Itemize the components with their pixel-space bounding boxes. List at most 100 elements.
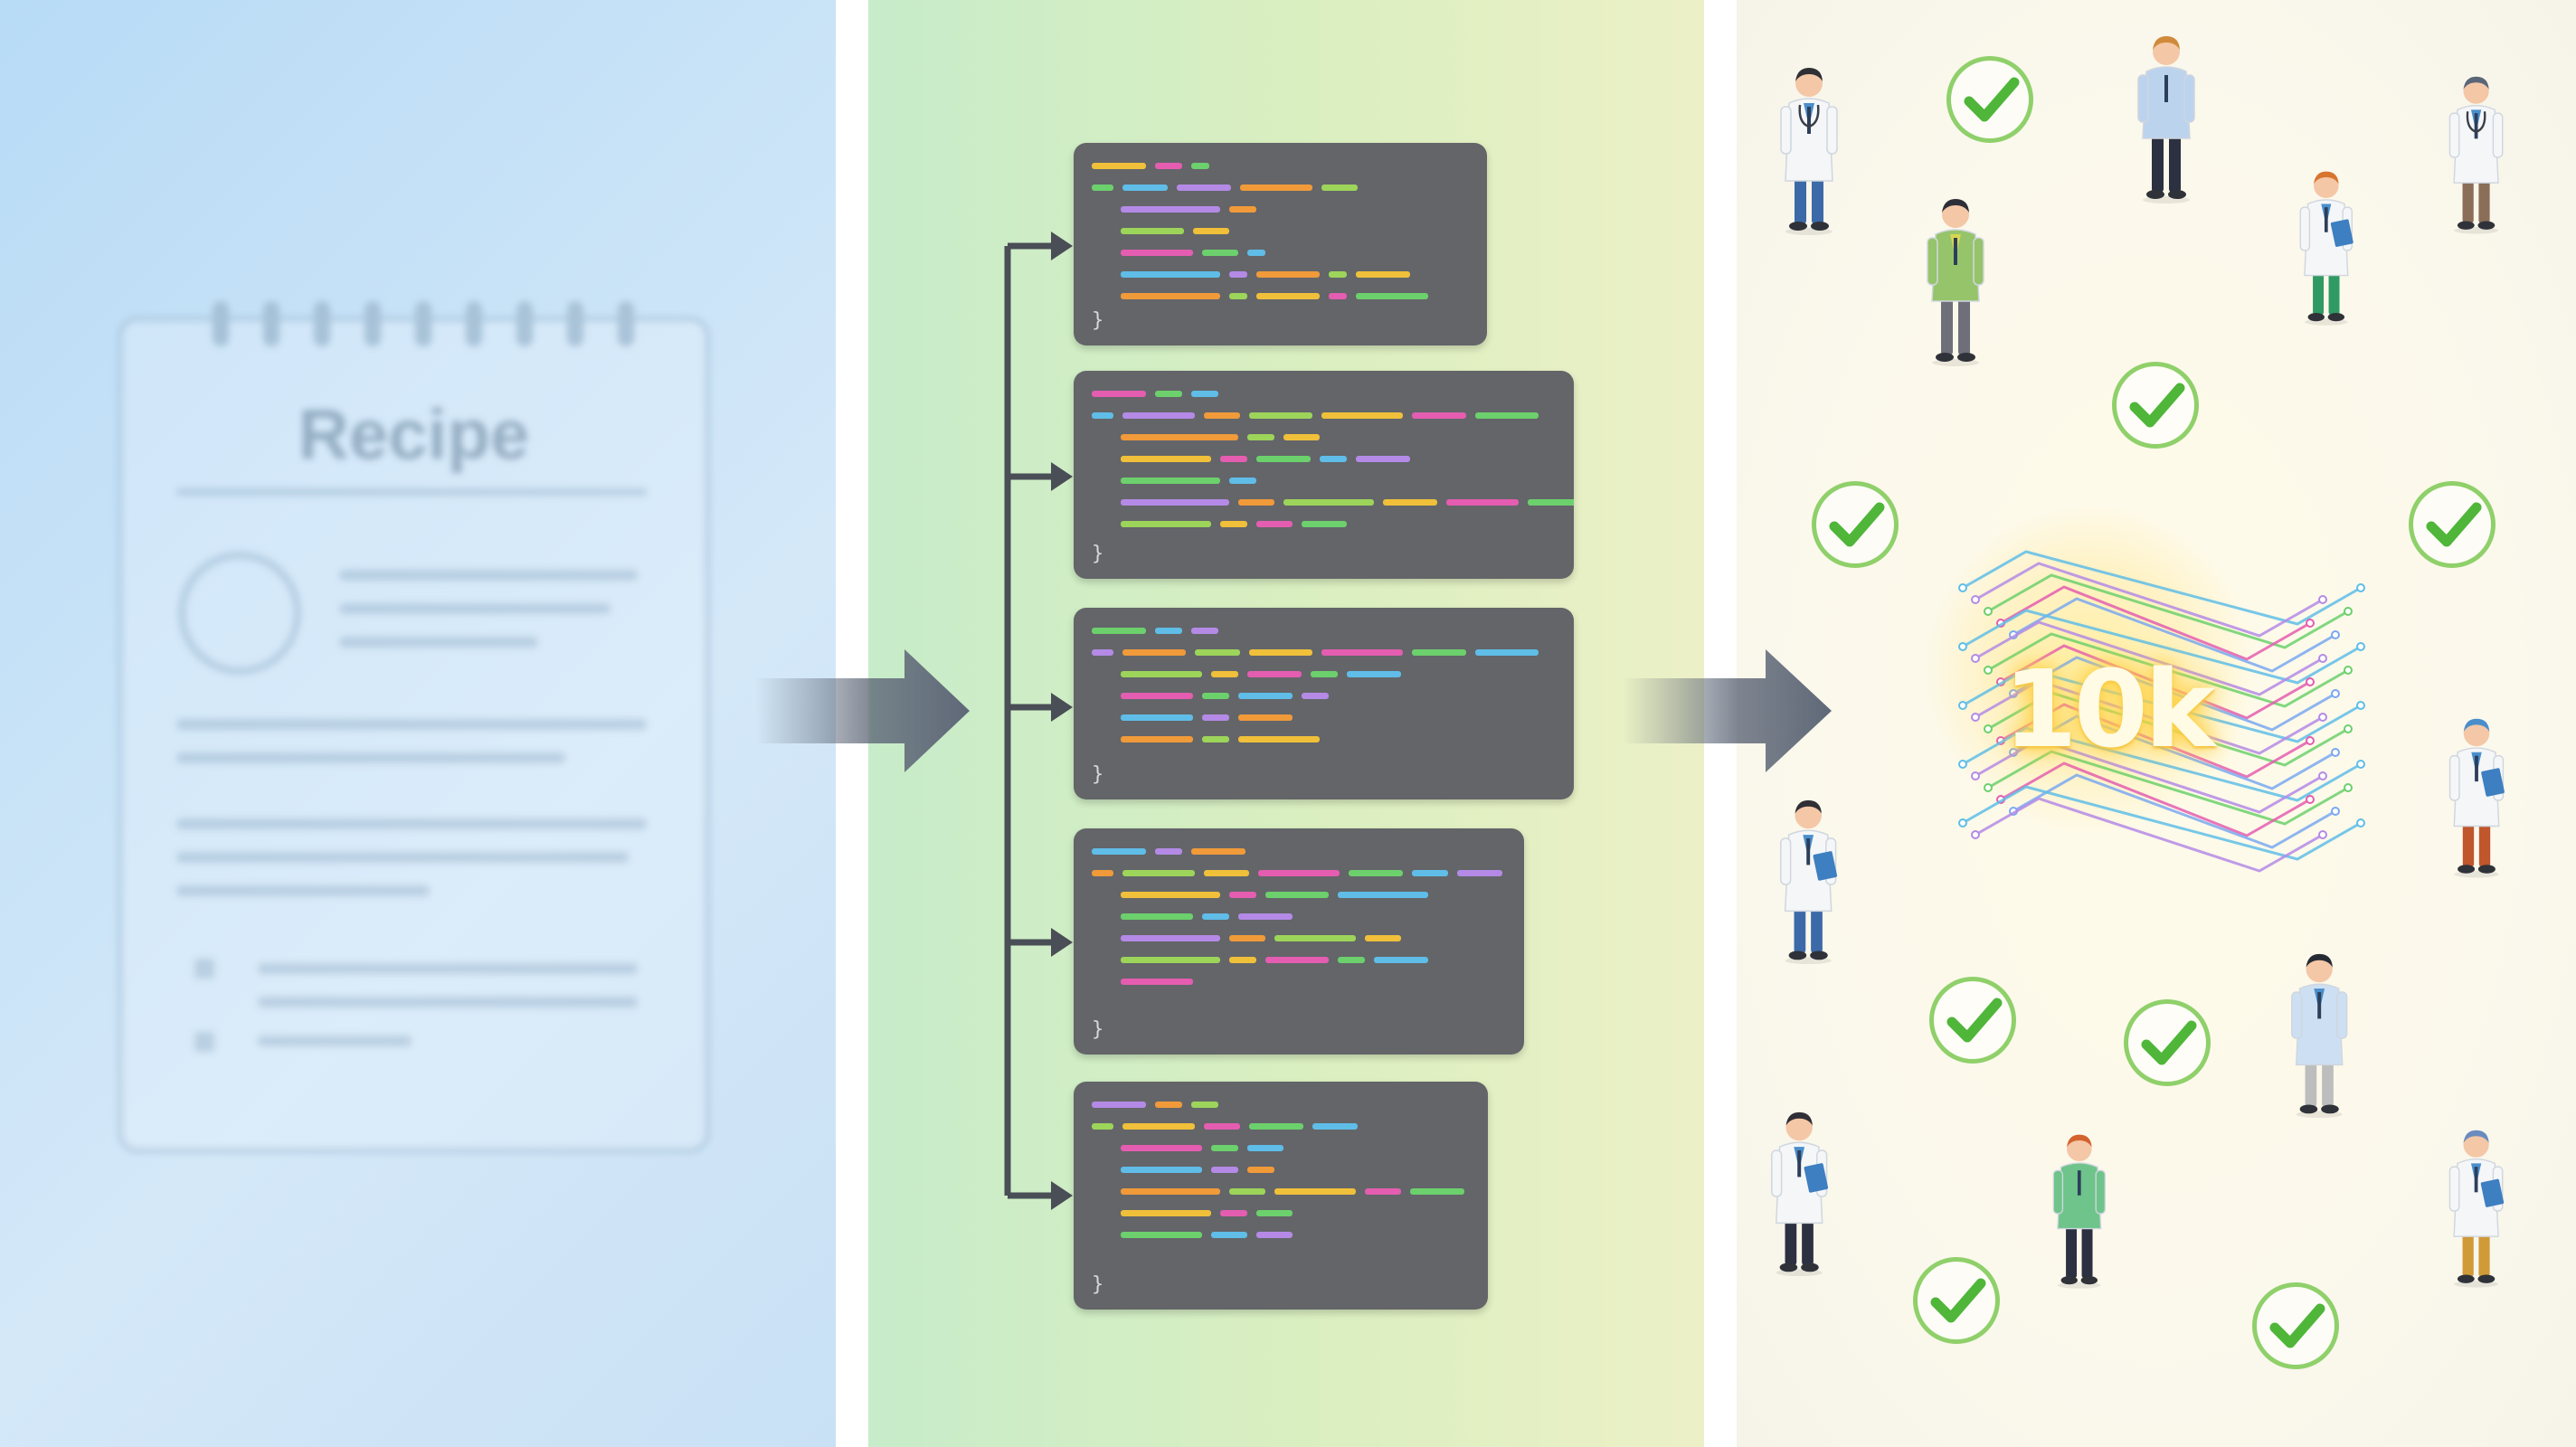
circuit-node <box>2318 713 2327 722</box>
branch-tree <box>1004 242 1056 1199</box>
check-mark-icon <box>2409 481 2496 568</box>
circuit-trace <box>1987 750 2349 826</box>
circuit-node <box>1958 642 1967 651</box>
circuit-node <box>2306 619 2315 628</box>
code-token <box>1229 957 1256 963</box>
doctor-person-icon <box>2284 950 2354 1122</box>
circuit-node <box>1984 783 1993 792</box>
text-line <box>176 885 430 896</box>
code-token <box>1121 1232 1202 1238</box>
check-mark-icon <box>1913 1257 2000 1344</box>
code-token <box>1121 206 1220 213</box>
code-token <box>1193 228 1229 234</box>
code-token <box>1410 1188 1464 1195</box>
code-token <box>1356 271 1410 278</box>
code-token <box>1204 1123 1240 1130</box>
code-token <box>1412 649 1466 656</box>
closing-brace: } <box>1092 1273 1104 1296</box>
code-token <box>1258 870 1340 876</box>
circuit-node <box>2306 795 2315 804</box>
code-token <box>1202 250 1238 256</box>
code-block: } <box>1074 828 1524 1055</box>
doctor-person-icon <box>2442 714 2511 883</box>
code-token <box>1177 184 1231 191</box>
code-token <box>1121 935 1220 941</box>
text-line <box>176 852 629 863</box>
code-token <box>1121 478 1220 484</box>
code-token <box>1446 499 1519 506</box>
circuit-node <box>1984 607 1993 616</box>
code-token <box>1229 478 1256 484</box>
code-token <box>1092 412 1113 419</box>
code-token <box>1191 391 1218 397</box>
dataset-count: 10k <box>2003 647 2216 771</box>
code-token <box>1211 1167 1238 1173</box>
code-token <box>1121 714 1193 721</box>
code-token <box>1121 913 1193 920</box>
circuit-node <box>2344 783 2353 792</box>
right-arrow-icon <box>1051 462 1073 491</box>
code-token <box>1202 693 1229 699</box>
code-token <box>1256 1210 1293 1216</box>
doctor-person-icon <box>2442 72 2510 239</box>
circuit-node <box>1971 713 1980 722</box>
text-line <box>176 719 647 730</box>
code-token <box>1121 1188 1220 1195</box>
circuit-trace <box>2000 703 2311 779</box>
code-token <box>1229 892 1256 898</box>
right-arrow-icon <box>1624 649 1832 772</box>
code-token <box>1155 391 1182 397</box>
notebook-ring <box>516 301 533 346</box>
code-token <box>1274 1188 1356 1195</box>
code-token <box>1195 649 1240 656</box>
circuit-node <box>2356 818 2365 828</box>
circuit-node <box>1971 771 1980 780</box>
code-block: } <box>1074 1082 1488 1310</box>
code-token <box>1092 848 1146 855</box>
circuit-node <box>2356 642 2365 651</box>
code-token <box>1320 456 1347 462</box>
circuit-glow <box>1927 506 2252 832</box>
code-token <box>1121 250 1193 256</box>
circuit-trace <box>1975 562 2324 638</box>
circuit-trace <box>1987 691 2349 767</box>
circuit-node <box>1958 583 1967 592</box>
code-token <box>1121 456 1211 462</box>
code-token <box>1121 1145 1202 1151</box>
text-line <box>176 752 565 763</box>
doctor-person-icon <box>1773 63 1845 240</box>
right-arrow-icon <box>1051 232 1073 260</box>
circuit-chip-icon <box>1958 550 2365 873</box>
code-token <box>1122 649 1186 656</box>
code-token <box>1249 1123 1303 1130</box>
code-token <box>1256 271 1320 278</box>
circuit-node <box>2344 666 2353 675</box>
code-token <box>1121 892 1220 898</box>
code-token <box>1092 1123 1113 1130</box>
code-token <box>1247 671 1302 677</box>
code-token <box>1229 1188 1265 1195</box>
text-line <box>258 963 638 974</box>
person-icon <box>1919 194 1992 371</box>
code-token <box>1329 293 1347 299</box>
code-token <box>1122 870 1195 876</box>
code-token <box>1238 693 1293 699</box>
code-token <box>1122 184 1168 191</box>
code-token <box>1321 184 1358 191</box>
code-token <box>1249 649 1312 656</box>
circuit-trace <box>1962 726 2362 802</box>
circuit-node <box>2318 830 2327 839</box>
code-token <box>1122 1123 1195 1130</box>
text-line <box>258 1036 412 1046</box>
code-token <box>1121 1167 1202 1173</box>
code-token <box>1475 412 1539 419</box>
code-token <box>1247 434 1274 440</box>
recipe-panel: Recipe <box>0 0 836 1447</box>
code-token <box>1312 1123 1358 1130</box>
circuit-node <box>2318 654 2327 663</box>
circuit-node <box>1984 724 1993 733</box>
right-arrow-icon <box>1051 1181 1073 1210</box>
code-token <box>1121 736 1193 742</box>
code-token <box>1338 892 1428 898</box>
circuit-trace <box>1975 738 2324 814</box>
